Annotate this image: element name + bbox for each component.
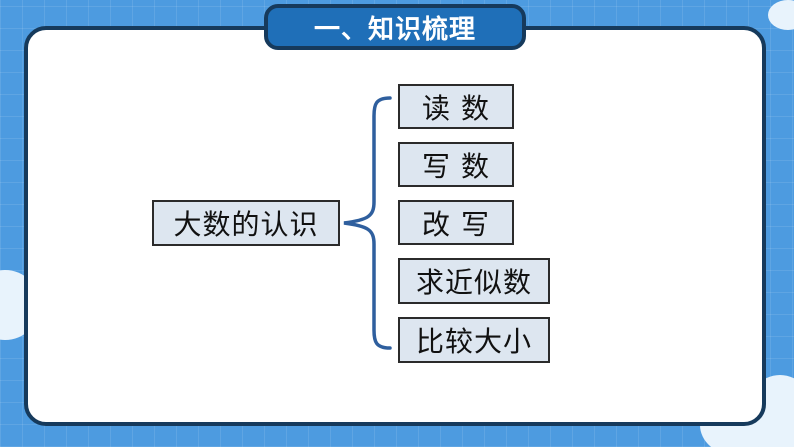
branch-node-write: 写 数	[398, 142, 514, 187]
title-bar: 一、知识梳理	[264, 4, 526, 50]
branch-node-read: 读 数	[398, 84, 514, 129]
content-card	[24, 26, 766, 426]
root-node-label: 大数的认识	[173, 208, 319, 241]
branch-node-approximate: 求近似数	[398, 258, 550, 304]
branch-label: 读 数	[422, 91, 490, 125]
branch-node-rewrite: 改 写	[398, 200, 514, 245]
slide-title: 一、知识梳理	[313, 14, 476, 45]
branch-label: 改 写	[422, 207, 490, 241]
branch-label: 求近似数	[415, 266, 532, 299]
curly-brace	[343, 96, 392, 350]
cloud-top-right	[768, 0, 794, 30]
root-node: 大数的认识	[152, 200, 340, 246]
branch-node-compare: 比较大小	[398, 317, 550, 363]
branch-label: 比较大小	[415, 325, 532, 358]
branch-label: 写 数	[422, 149, 490, 183]
